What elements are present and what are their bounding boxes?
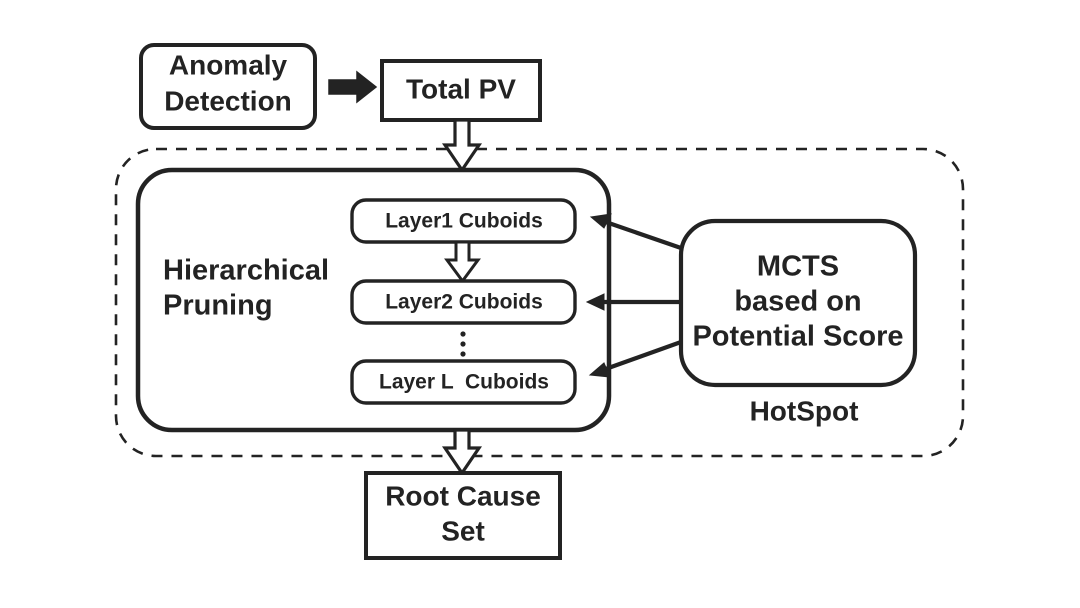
hierarchical-pruning-label-line2: Pruning bbox=[163, 290, 273, 322]
root-cause-set-box[interactable] bbox=[364, 471, 562, 560]
totalpv-to-pruning-block-arrow bbox=[441, 118, 483, 173]
hotspot-group-label: HotSpot bbox=[750, 395, 859, 426]
mcts-box[interactable] bbox=[678, 218, 918, 388]
root-cause-set-label-line1: Root Cause bbox=[385, 480, 541, 511]
layerL-cuboids-label: Layer L Cuboids bbox=[379, 371, 549, 394]
anomaly-detection-label-line1: Anomaly bbox=[169, 49, 288, 80]
total-pv-label: Total PV bbox=[406, 73, 516, 104]
root-cause-set-label-line2: Set bbox=[441, 515, 485, 546]
anomaly-to-totalpv-arrow bbox=[328, 70, 378, 104]
mcts-to-layerL-arrow bbox=[588, 340, 682, 378]
layer1-cuboids-label: Layer1 Cuboids bbox=[385, 210, 543, 233]
mcts-to-layer1-arrow bbox=[589, 213, 682, 250]
hierarchical-pruning-label-line1: Hierarchical bbox=[163, 255, 329, 287]
mcts-label-line1: MCTS bbox=[757, 251, 839, 283]
mcts-label-line3: Potential Score bbox=[692, 321, 903, 353]
mcts-to-layer2-arrow bbox=[585, 293, 681, 311]
layerL-cuboids-box[interactable] bbox=[350, 359, 577, 405]
anomaly-detection-label-line2: Detection bbox=[164, 85, 292, 116]
anomaly-detection-box[interactable] bbox=[139, 43, 317, 130]
layer2-cuboids-label: Layer2 Cuboids bbox=[385, 291, 543, 314]
mcts-label-line2: based on bbox=[734, 286, 861, 318]
layer2-cuboids-box[interactable] bbox=[350, 279, 577, 325]
hotspot-group-boundary bbox=[114, 147, 965, 458]
vertical-ellipsis-icon bbox=[460, 331, 466, 357]
layer1-to-layer2-block-arrow bbox=[444, 240, 481, 284]
pruning-to-rootcause-block-arrow bbox=[441, 428, 483, 476]
